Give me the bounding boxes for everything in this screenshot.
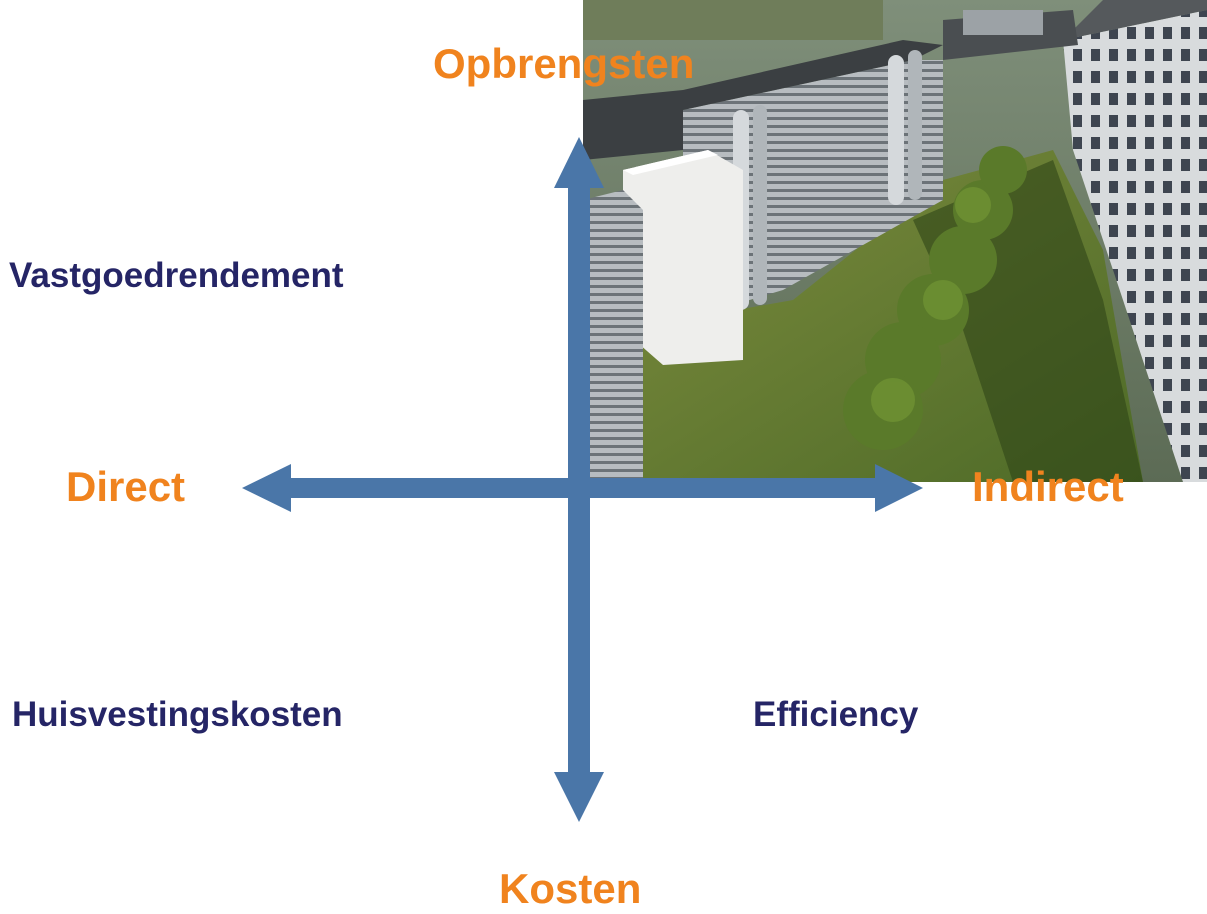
left-arrow-head: [242, 464, 291, 512]
up-arrow-head: [554, 137, 604, 188]
quadrant-label-top-left: Vastgoedrendement: [9, 256, 344, 295]
right-arrow-head: [875, 464, 923, 512]
down-arrow-head: [554, 772, 604, 822]
axis-label-bottom: Kosten: [499, 865, 642, 912]
axis-label-right: Indirect: [972, 463, 1124, 510]
axis-label-top: Opbrengsten: [433, 40, 695, 87]
horizontal-axis-line: [288, 478, 878, 498]
axis-label-left: Direct: [66, 463, 186, 510]
building-photo-illustration: [583, 0, 1207, 482]
office-building-photo: [583, 0, 1207, 482]
quadrant-label-bottom-left: Huisvestingskosten: [12, 695, 343, 734]
quadrant-label-bottom-right: Efficiency: [753, 695, 919, 734]
